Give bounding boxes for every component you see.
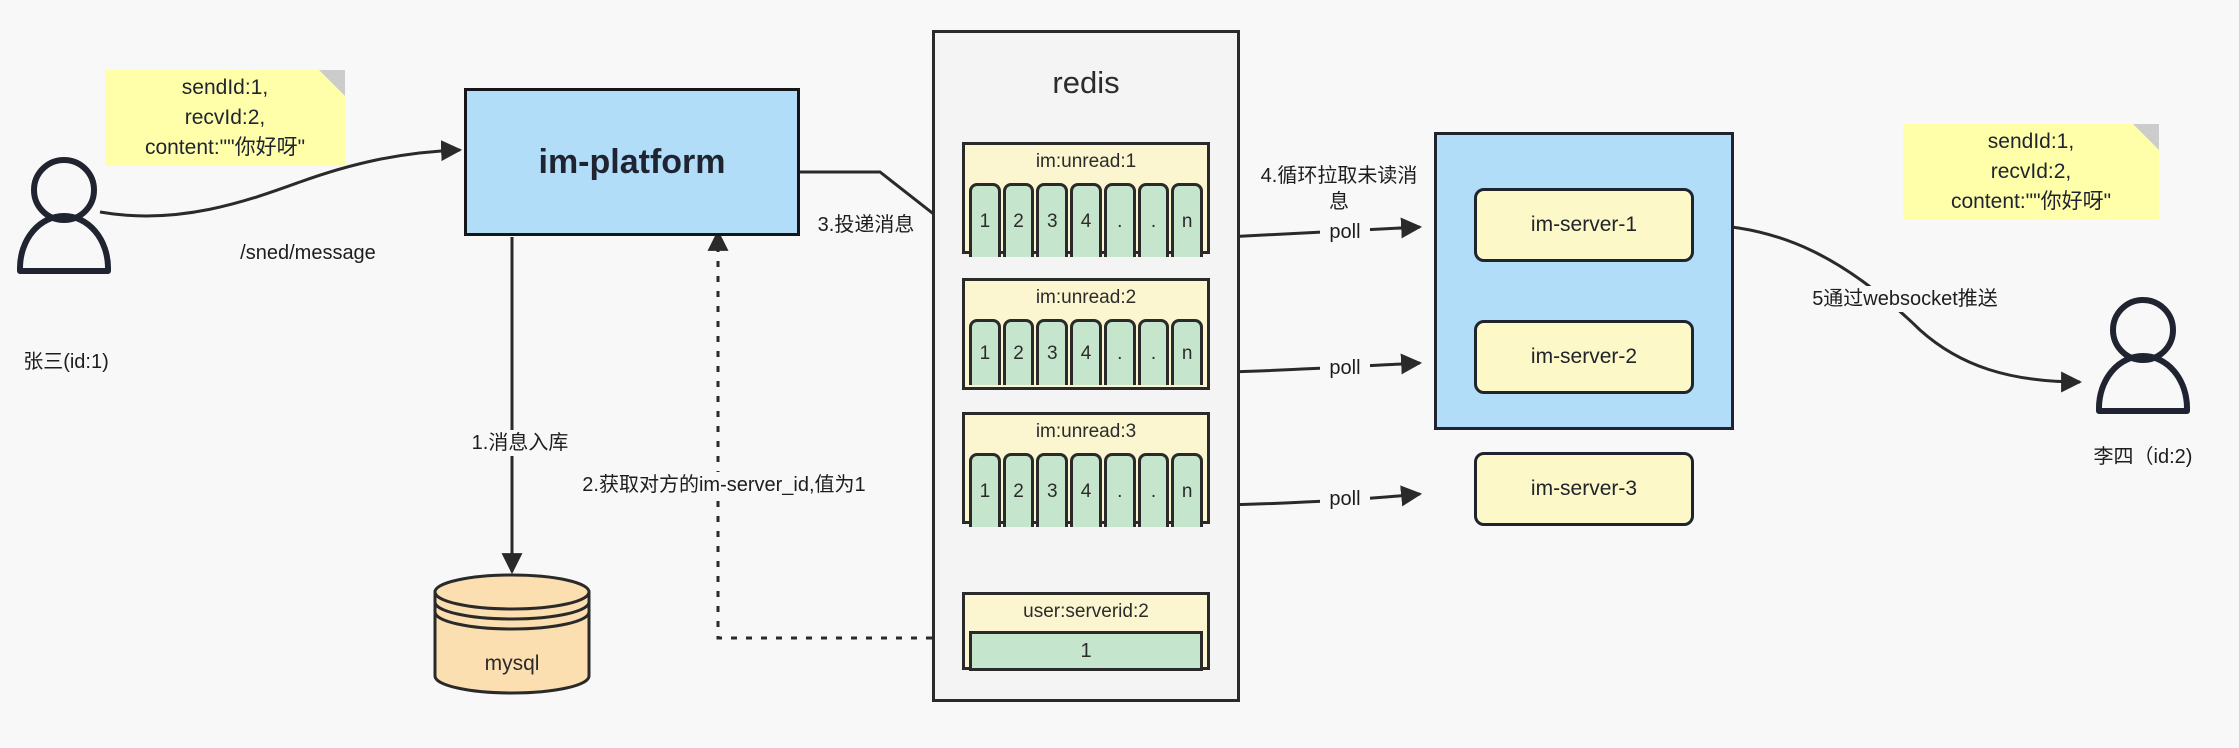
sticky-note-right: sendId:1, recvId:2, content:""你好呀" (1903, 124, 2159, 220)
list-cell: . (1137, 319, 1170, 385)
list-cell: 1 (969, 183, 1001, 257)
list-cell: 4 (1070, 183, 1102, 257)
database-cylinder-icon (433, 573, 591, 695)
sticky-note-left: sendId:1, recvId:2, content:""你好呀" (105, 70, 345, 166)
im-server-3-node[interactable]: im-server-3 (1474, 452, 1694, 526)
redis-key-unread-1-cells: 1 2 3 4 . . n (969, 183, 1204, 257)
list-cell: . (1103, 183, 1136, 257)
list-cell: 4 (1070, 453, 1102, 527)
sticky-note-right-text: sendId:1, recvId:2, content:""你好呀" (1950, 130, 2112, 213)
edge-label-step3: 3.投递消息 (806, 212, 926, 238)
list-cell: n (1171, 183, 1204, 257)
user-icon-receiver (2096, 297, 2190, 414)
list-cell: 3 (1036, 183, 1069, 257)
list-cell: . (1103, 319, 1136, 385)
edge-label-poll-3: poll (1320, 486, 1370, 512)
list-cell: . (1137, 453, 1170, 527)
redis-key-unread-1[interactable]: im:unread:1 1 2 3 4 . . n (962, 142, 1210, 257)
redis-key-unread-2[interactable]: im:unread:2 1 2 3 4 . . n (962, 278, 1210, 390)
edge-label-step2: 2.获取对方的im-server_id,值为1 (574, 472, 874, 498)
list-cell: n (1171, 453, 1204, 527)
list-cell: 2 (1002, 183, 1035, 257)
sticky-note-left-text: sendId:1, recvId:2, content:""你好呀" (144, 76, 306, 159)
redis-label: redis (1052, 65, 1120, 100)
redis-key-serverid-name: user:serverid:2 (1023, 601, 1149, 622)
redis-key-unread-2-name: im:unread:2 (1035, 287, 1137, 308)
list-cell: 4 (1070, 319, 1102, 385)
list-cell: 3 (1036, 453, 1069, 527)
list-cell: 2 (1002, 319, 1035, 385)
redis-key-unread-1-name: im:unread:1 (1035, 151, 1137, 172)
edge-label-send-message: /sned/message (228, 240, 388, 266)
list-cell: n (1171, 319, 1204, 385)
list-cell: 1 (969, 453, 1001, 527)
redis-key-unread-3[interactable]: im:unread:3 1 2 3 4 . . n (962, 412, 1210, 527)
edge-step5-websocket (1687, 223, 2083, 393)
edge-label-poll-1: poll (1320, 219, 1370, 245)
mysql-label: mysql (484, 652, 540, 675)
list-cell: . (1103, 453, 1136, 527)
mysql-node[interactable]: mysql (432, 572, 592, 696)
im-platform-node[interactable]: im-platform (464, 88, 800, 236)
im-server-3-label: im-server-3 (1530, 477, 1638, 500)
list-cell: 3 (1036, 319, 1069, 385)
receiver-label: 李四（id:2) (2093, 446, 2193, 468)
list-cell: 2 (1002, 453, 1035, 527)
edge-step2-serverid (707, 229, 962, 640)
im-server-2-node[interactable]: im-server-2 (1474, 320, 1694, 394)
list-cell: . (1137, 183, 1170, 257)
redis-key-unread-2-cells: 1 2 3 4 . . n (969, 319, 1204, 385)
sender-label: 张三(id:1) (23, 351, 109, 373)
user-icon-sender (17, 157, 111, 274)
edge-label-step4: 4.循环拉取未读消 息 (1254, 163, 1424, 215)
edge-send-message (99, 140, 463, 218)
im-platform-label: im-platform (538, 142, 726, 181)
redis-key-unread-3-name: im:unread:3 (1035, 421, 1137, 442)
redis-key-unread-3-cells: 1 2 3 4 . . n (969, 453, 1204, 527)
edge-label-step5: 5通过websocket推送 (1790, 286, 2020, 312)
im-server-2-label: im-server-2 (1530, 345, 1638, 368)
edge-label-step1: 1.消息入库 (450, 430, 590, 456)
list-cell: 1 (969, 319, 1001, 385)
redis-key-serverid[interactable]: user:serverid:2 1 (962, 592, 1210, 671)
im-server-1-node[interactable]: im-server-1 (1474, 188, 1694, 262)
edge-label-poll-2: poll (1320, 355, 1370, 381)
redis-key-serverid-value: 1 (969, 631, 1203, 671)
im-server-1-label: im-server-1 (1530, 213, 1638, 236)
